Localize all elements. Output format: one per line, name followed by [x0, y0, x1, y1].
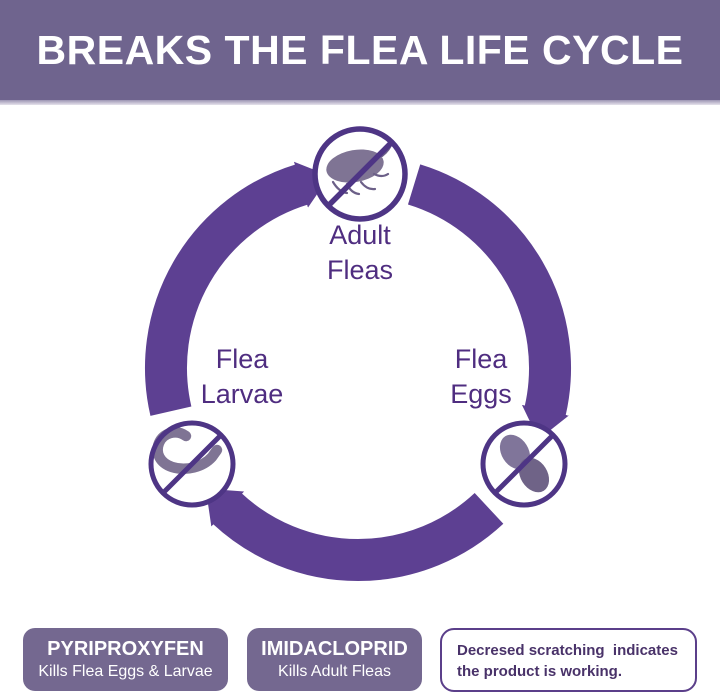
flea-eggs-label-line2: Eggs — [450, 379, 512, 409]
ingredient-pill-pyriproxyfen: PYRIPROXYFEN Kills Flea Eggs & Larvae — [23, 628, 228, 691]
ingredient-effect: Kills Adult Fleas — [278, 662, 391, 680]
ingredient-pill-imidacloprid: IMIDACLOPRID Kills Adult Fleas — [247, 628, 422, 691]
slash-line — [327, 141, 393, 207]
adult-fleas-label-line1: Adult — [329, 220, 391, 250]
cycle-arc-eggs-to-larvae — [205, 488, 504, 581]
no-flea-larva-icon — [148, 420, 236, 508]
ingredient-name: IMIDACLOPRID — [261, 637, 408, 660]
banner-shadow-divider — [0, 100, 720, 105]
slash-line — [494, 434, 554, 494]
cycle-ring — [145, 161, 571, 581]
note-line1: Decresed scratching indicates — [457, 642, 678, 659]
cycle-arc-adult-to-eggs — [407, 164, 571, 440]
no-flea-eggs-icon — [480, 420, 568, 508]
page-title: BREAKS THE FLEA LIFE CYCLE — [36, 26, 684, 73]
flea-cycle-diagram: Adult Fleas Flea Eggs Flea Larvae — [145, 126, 571, 581]
no-adult-flea-icon — [312, 126, 408, 222]
ingredient-effect: Kills Flea Eggs & Larvae — [38, 662, 213, 680]
note-line2: the product is working. — [457, 663, 623, 680]
flea-larvae-label-line1: Flea — [216, 344, 270, 374]
header-banner: BREAKS THE FLEA LIFE CYCLE — [0, 0, 720, 100]
adult-fleas-label-line2: Fleas — [327, 255, 393, 285]
note-box: Decresed scratching indicates the produc… — [440, 628, 697, 692]
flea-larvae-label-line2: Larvae — [201, 379, 284, 409]
flea-eggs-label-line1: Flea — [455, 344, 509, 374]
ingredient-name: PYRIPROXYFEN — [47, 637, 204, 660]
cycle-arc-larvae-to-adult — [145, 161, 330, 416]
slash-line — [162, 434, 222, 494]
